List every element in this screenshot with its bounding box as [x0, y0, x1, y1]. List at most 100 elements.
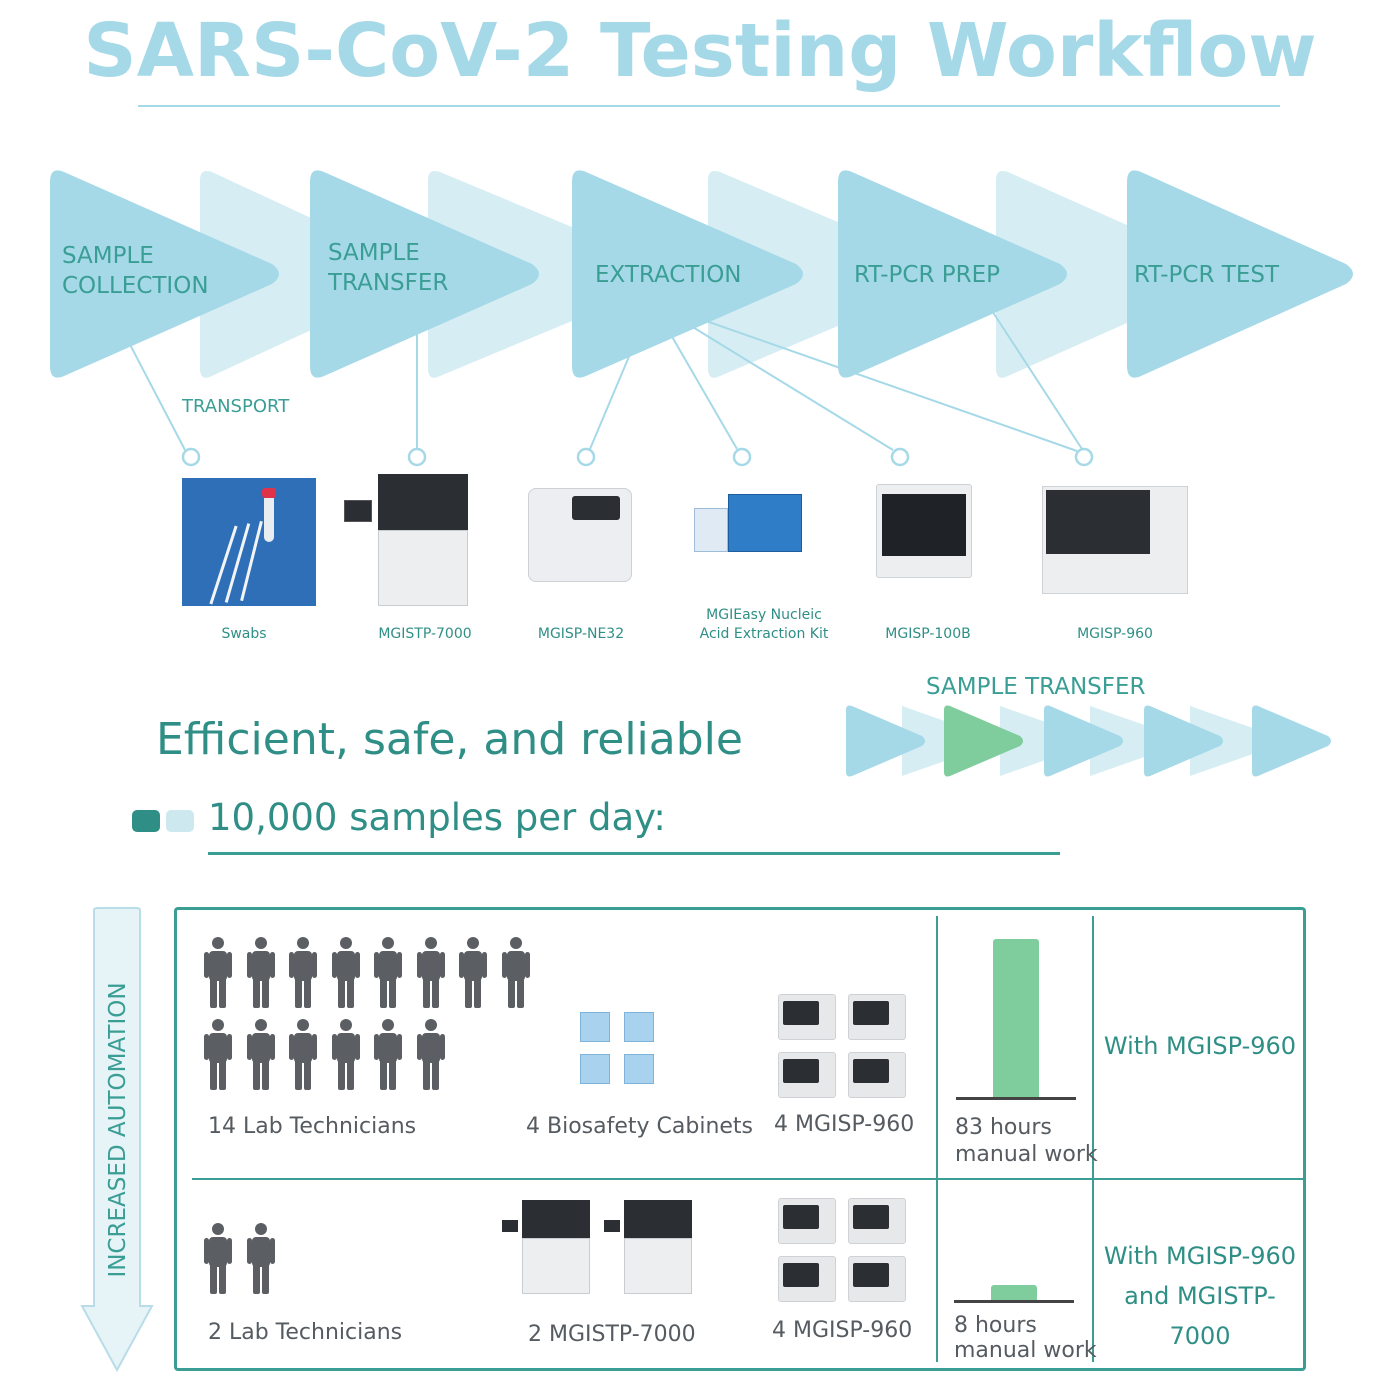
person-icon: [204, 936, 232, 1012]
extraction-instrument-image: [490, 480, 635, 592]
connector-lines: [111, 299, 1083, 452]
transition-arrow-2: [428, 171, 663, 378]
technician-icons-row-1: [200, 936, 540, 1096]
workflow-diagram: [50, 170, 1353, 467]
manual-hours-bar-row-2: [991, 1285, 1037, 1300]
product-label-mgisp-960: MGISP-960: [1077, 626, 1153, 642]
person-icon: [289, 1018, 317, 1094]
manual-hours-row-2: 8 hours manual work: [954, 1313, 1097, 1363]
mgisp-960-icon: [848, 1256, 906, 1302]
step-label-sample-transfer: SAMPLE TRANSFER: [328, 238, 448, 298]
mgisp-960-icon: [778, 1198, 836, 1244]
robot-cabinet-icon: [624, 1238, 692, 1294]
mini-step-3: [1044, 705, 1123, 777]
person-icon: [204, 1018, 232, 1094]
robot-cabinet-icon: [378, 530, 468, 606]
scenario-label-row-2: With MGISP-960 and MGISTP-7000: [1096, 1236, 1304, 1356]
instruments-row-1: 4 MGISP-960: [774, 1112, 915, 1137]
step-arrow-2: [310, 170, 539, 378]
technicians-count-row-2: 2 Lab Technicians: [208, 1320, 403, 1345]
extraction-kit-box-image: [694, 492, 806, 558]
mini-step-5: [1252, 705, 1331, 777]
step-label-sample-collection: SAMPLE COLLECTION: [62, 241, 209, 301]
step-label-line: COLLECTION: [62, 273, 209, 299]
mgistp-7000-icon: [604, 1200, 694, 1300]
product-label-mgisp-ne32: MGISP-NE32: [537, 626, 625, 642]
biosafety-cabinet-icon: [580, 1054, 610, 1084]
mgistp-7000-icon: [502, 1200, 592, 1300]
title-underline: [138, 105, 1280, 107]
equipment-row-2: 2 MGISTP-7000: [528, 1322, 696, 1347]
person-icon: [246, 1222, 275, 1298]
step-label-rt-pcr-prep: RT-PCR PREP: [854, 262, 1001, 288]
person-icon: [374, 936, 402, 1012]
hours-line: 8 hours: [954, 1313, 1037, 1338]
product-label-swabs: Swabs: [221, 626, 267, 642]
sample-transfer-robot-image: [344, 474, 472, 614]
mgisp-960-icon: [778, 1256, 836, 1302]
samples-underline: [208, 852, 1060, 855]
row-divider: [192, 1178, 1304, 1180]
biosafety-cabinet-icon: [624, 1012, 654, 1042]
step-arrow-3: [572, 170, 803, 378]
product-label-line: MGIEasy Nucleic: [706, 607, 822, 623]
product-label-extraction-kit: MGIEasy Nucleic Acid Extraction Kit: [684, 606, 844, 644]
mgisp-960-icon: [848, 1052, 906, 1098]
person-icon: [331, 1018, 360, 1094]
scenario-label-row-1: With MGISP-960: [1096, 1026, 1304, 1066]
bar-baseline-row-1: [956, 1097, 1076, 1100]
technician-icons-row-2: [200, 1222, 320, 1302]
person-icon: [331, 936, 360, 1012]
robot-top-icon: [378, 474, 468, 530]
automation-workstation-image: [1040, 476, 1190, 602]
robot-top-icon: [624, 1200, 692, 1238]
mini-step-2-highlight: [944, 705, 1023, 777]
column-divider-hours: [936, 916, 938, 1362]
connector-circles: [181, 447, 1094, 467]
mgisp-960-icon: [778, 994, 836, 1040]
person-icon: [459, 936, 487, 1012]
step-label-line: TRANSFER: [328, 270, 449, 296]
column-divider-labels: [1092, 916, 1094, 1362]
transition-arrow-3: [708, 171, 939, 378]
hours-line: manual work: [954, 1338, 1097, 1363]
step-label-line: SAMPLE: [328, 240, 420, 266]
product-label-mgisp-100b: MGISP-100B: [885, 626, 971, 642]
instruments-row-2: 4 MGISP-960: [772, 1318, 913, 1343]
monitor-icon: [344, 500, 372, 522]
prep-instrument-image: [840, 480, 996, 596]
tube-cap-icon: [262, 488, 276, 498]
mini-step-4: [1144, 705, 1223, 777]
step-label-extraction: EXTRACTION: [595, 262, 742, 288]
manual-hours-bar-row-1: [993, 939, 1039, 1097]
comparison-panel: [174, 907, 1306, 1371]
step-arrow-1: [50, 170, 279, 378]
biosafety-cabinet-icon: [580, 1012, 610, 1042]
mgisp-960-icon: [848, 994, 906, 1040]
technicians-count-row-1: 14 Lab Technicians: [208, 1114, 417, 1139]
manual-hours-row-1: 83 hours manual work: [955, 1114, 1098, 1168]
page-title: SARS-CoV-2 Testing Workflow: [83, 8, 1317, 94]
mini-workflow-diagram: [846, 705, 1331, 777]
transition-arrow-4: [996, 171, 1217, 378]
person-icon: [374, 1018, 402, 1094]
product-label-mgistp-7000: MGISTP-7000: [378, 626, 472, 642]
kit-box-large-icon: [728, 494, 802, 552]
increased-automation-label: INCREASED AUTOMATION: [105, 982, 131, 1278]
mini-workflow-highlight-label: SAMPLE TRANSFER: [926, 674, 1146, 700]
scenario-label-line: and MGISTP-7000: [1124, 1282, 1276, 1350]
product-label-line: Acid Extraction Kit: [699, 626, 829, 642]
mini-step-1: [846, 705, 925, 777]
prep-window-icon: [882, 494, 966, 556]
swab-icon: [209, 525, 238, 605]
step-arrow-5: [1127, 170, 1353, 378]
swab-tube-image: [182, 478, 316, 606]
mini-transition-3: [1090, 706, 1190, 776]
person-icon: [416, 936, 445, 1012]
step-label-rt-pcr-test: RT-PCR TEST: [1134, 262, 1279, 288]
robot-cabinet-icon: [522, 1238, 590, 1294]
tagline: Efficient, safe, and reliable: [156, 714, 743, 765]
biosafety-cabinet-icon: [624, 1054, 654, 1084]
monitor-icon: [502, 1220, 518, 1232]
step-arrow-4: [838, 170, 1067, 378]
